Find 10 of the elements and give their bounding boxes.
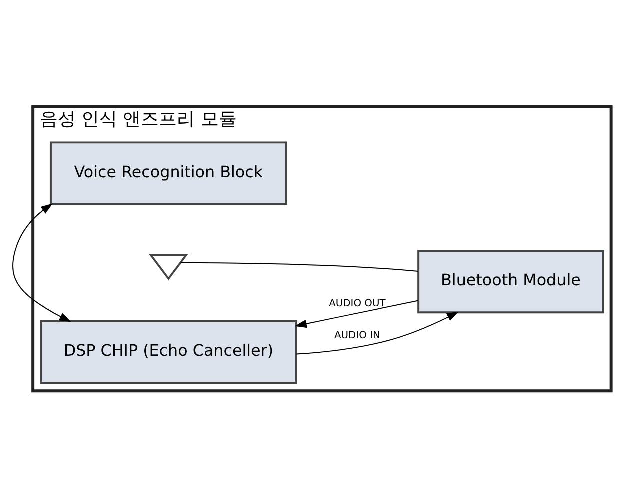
node-antenna [148,253,189,280]
node-box: Voice Recognition Block [50,141,288,205]
connector [180,262,419,272]
node-box: DSP CHIP (Echo Canceller) [40,320,298,384]
arrow [12,203,72,322]
edge-label: AUDIO IN [334,330,380,341]
arrow [296,311,459,354]
arrow [294,300,419,328]
edge-label: AUDIO OUT [329,298,386,310]
node-box: Bluetooth Module [418,250,604,314]
